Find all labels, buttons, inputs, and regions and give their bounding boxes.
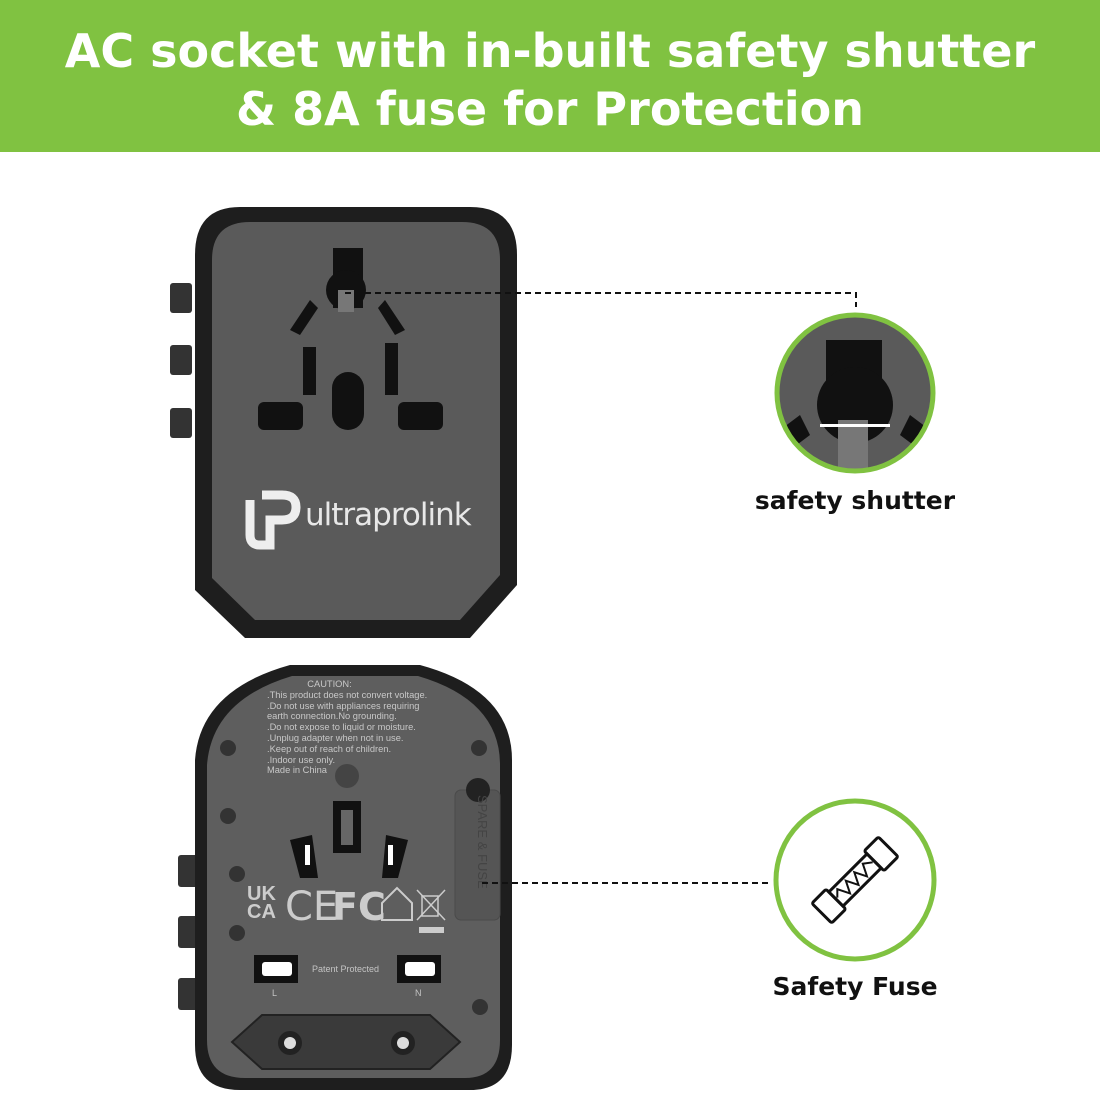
caution-line: earth connection.No grounding. [267,711,397,722]
shutter-leader-line [345,292,857,307]
caution-line: .Indoor use only. [267,754,336,765]
caution-line: .Keep out of reach of children. [267,743,392,754]
adapter-back: SPARE & FUSE CE FC [178,665,512,1090]
caution-title: CAUTION: [307,679,352,689]
brand-logo-mark [245,490,301,550]
caution-line: .This product does not convert voltage. [267,689,428,700]
banner-title-line2: & 8A fuse for Protection [236,82,864,136]
caution-text: CAUTION: .This product does not convert … [267,679,467,776]
caution-line: .Do not expose to liquid or moisture. [267,722,416,733]
pin-n-label: N [415,988,422,998]
fcc-mark: FC [332,885,386,929]
ukca-mark: UKCA [247,883,276,923]
header-banner: AC socket with in-built safety shutter &… [0,0,1100,152]
caution-line: Made in China [267,765,327,776]
fuse-icon [773,798,937,962]
safety-shutter-label: safety shutter [754,486,956,515]
shutter-closeup [774,312,936,474]
ce-mark: CE [285,884,338,930]
pin-l-label: L [272,988,278,998]
brand-logo: ultraprolink [305,497,472,533]
caution-line: .Unplug adapter when not in use. [267,732,404,743]
patent-text: Patent Protected [312,964,380,974]
fuse-cover-label: SPARE & FUSE [475,795,490,889]
adapter-front [170,207,517,638]
caution-line: .Do not use with appliances requiring [267,700,420,711]
banner-title-line1: AC socket with in-built safety shutter [64,24,1036,78]
weee-bin-icon [416,889,446,921]
indoor-house-icon [381,886,413,921]
safety-fuse-label: Safety Fuse [772,972,938,1001]
